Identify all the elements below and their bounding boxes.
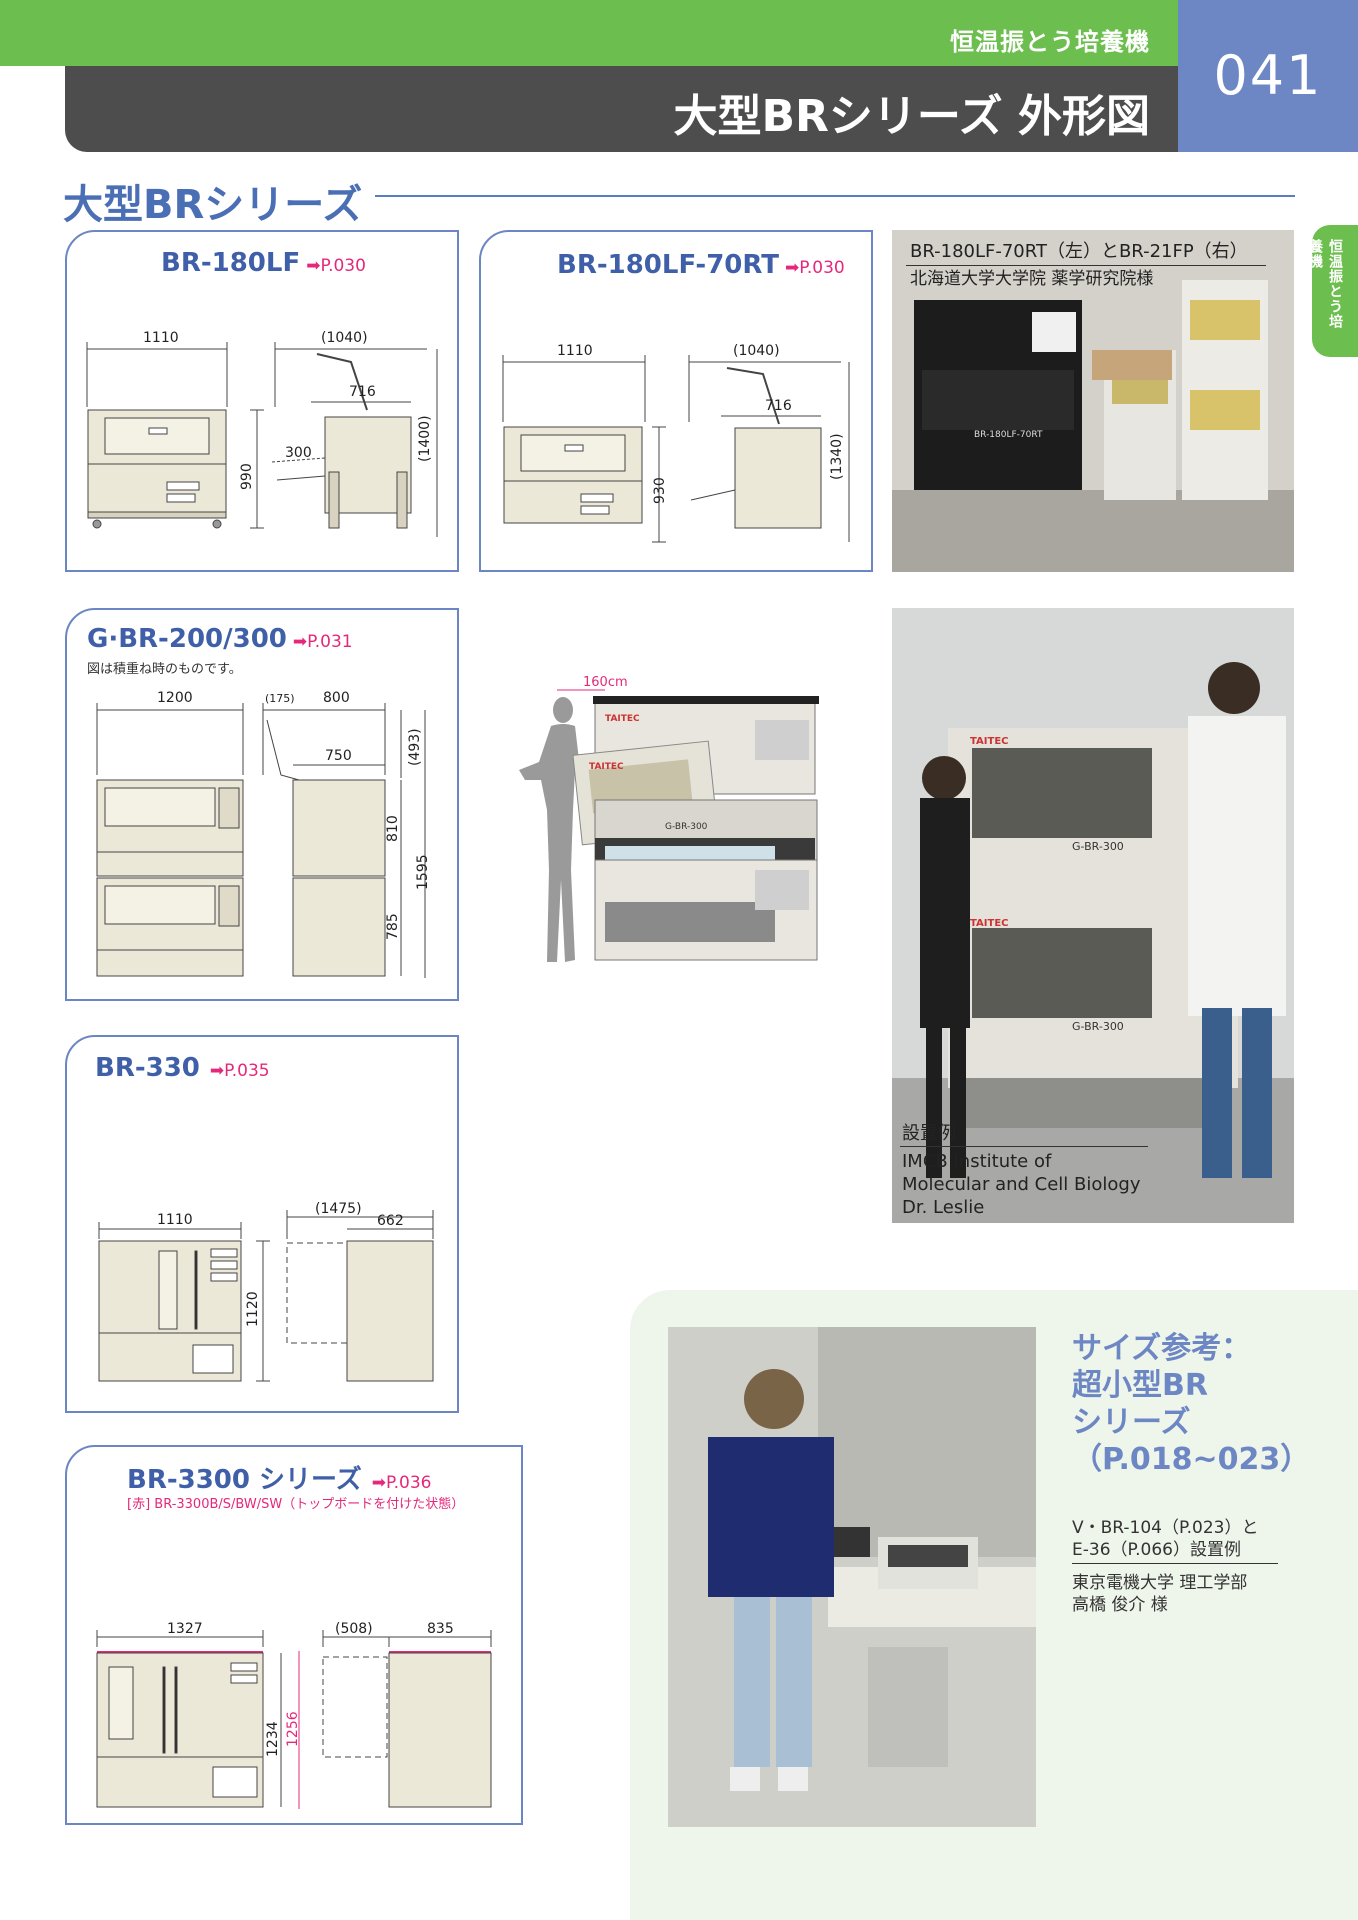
drawing-br3300: 1327 (508) 835 1256 1234	[96, 1621, 492, 1809]
dim-label: (1400)	[417, 415, 433, 462]
dim-label: 1234	[265, 1721, 281, 1757]
dim-label: 716	[349, 384, 376, 400]
panel-note: 図は積重ね時のものです。	[87, 662, 242, 677]
panel-br180lf70rt: BR-180LF-70RT➡P.030 1110 (1040) 716 930 …	[479, 230, 873, 572]
product-render-gbr300: 160cm TAITEC TAITEC G-BR-300	[505, 670, 835, 990]
dim-label: 1110	[143, 330, 179, 346]
dim-label: (1040)	[321, 330, 368, 346]
photo-illustration	[892, 608, 1294, 1223]
dim-label: 300	[285, 445, 312, 461]
section-title: 大型BRシリーズ	[63, 182, 363, 228]
dim-label: 990	[239, 463, 255, 490]
photo-illustration	[892, 230, 1294, 572]
dim-label: 750	[325, 748, 352, 764]
panel-title: BR-330➡P.035	[95, 1053, 270, 1083]
dim-label: 1110	[557, 343, 593, 359]
drawing-br330: 1110 (1475) 662 1120	[98, 1201, 434, 1382]
page-ref-link[interactable]: ➡P.031	[292, 632, 353, 652]
panel-note: [赤] BR-3300B/S/BW/SW（トップボードを付けた状態）	[127, 1497, 465, 1512]
panel-br180lf: BR-180LF➡P.030 1110 (1040) 716 300	[65, 230, 459, 572]
photo-model-label: G-BR-300	[1072, 840, 1124, 853]
render-brand-label: TAITEC	[589, 762, 624, 772]
photo-illustration	[668, 1327, 1036, 1827]
height-label: 160cm	[583, 675, 628, 690]
panel-title: BR-180LF-70RT➡P.030	[557, 250, 845, 280]
photo-size-reference	[668, 1327, 1036, 1827]
drawing-br180lf70rt: 1110 (1040) 716 930 (1340)	[502, 343, 850, 543]
photo-caption-head: 設置例	[902, 1123, 956, 1144]
page-ref-link[interactable]: ➡P.030	[785, 258, 845, 278]
panel-gbr200-300: G·BR-200/300➡P.031 図は積重ね時のものです。 1200 (17…	[65, 608, 459, 1001]
photo-caption-line: Dr. Leslie	[902, 1197, 985, 1218]
dim-label: 800	[323, 690, 350, 706]
size-reference-title: サイズ参考： 超小型BR シリーズ （P.018~023）	[1072, 1331, 1311, 1477]
render-model-label: G-BR-300	[665, 822, 708, 832]
dim-label: (1340)	[829, 433, 845, 480]
panel-br3300: BR-3300 シリーズ➡P.036 [赤] BR-3300B/S/BW/SW（…	[65, 1445, 523, 1825]
photo-caption-line2: 北海道大学大学院 薬学研究院様	[910, 269, 1154, 289]
page-ref-link[interactable]: ➡P.035	[209, 1061, 270, 1081]
dim-label: (1040)	[733, 343, 780, 359]
dim-label: 835	[427, 1621, 454, 1637]
dim-label: (508)	[335, 1621, 373, 1637]
drawing-gbr: 1200 (175) 800 750 (493) 810 1595 785	[96, 690, 431, 978]
dim-label: 1200	[157, 690, 193, 706]
panel-br330: BR-330➡P.035 1110 (1475) 662 1120	[65, 1035, 459, 1413]
page-ref-link[interactable]: ➡P.036	[371, 1473, 432, 1493]
dim-label: 716	[765, 398, 792, 414]
section-rule	[375, 195, 1295, 197]
render-brand-label: TAITEC	[605, 714, 640, 724]
header-green-band	[0, 0, 1178, 66]
dim-label: 785	[385, 913, 401, 940]
photo-brand-label: TAITEC	[970, 918, 1009, 929]
panel-title: G·BR-200/300➡P.031	[87, 624, 353, 654]
size-reference-caption: V・BR-104（P.023）と E-36（P.066）設置例 東京電機大学 理…	[1072, 1517, 1278, 1616]
page-title: 大型BRシリーズ 外形図	[673, 91, 1150, 142]
product-render-illustration	[519, 689, 819, 962]
photo-brand-label: TAITEC	[970, 736, 1009, 747]
dim-label: 1120	[245, 1291, 261, 1327]
photo-caption-line: Molecular and Cell Biology	[902, 1174, 1141, 1195]
photo-product-label: BR-180LF-70RT	[974, 430, 1043, 440]
page-number: 041	[1178, 0, 1358, 152]
side-tab[interactable]: 恒温振とう培養機	[1307, 225, 1358, 357]
dim-label: 662	[377, 1213, 404, 1229]
photo-model-label: G-BR-300	[1072, 1020, 1124, 1033]
photo-caption-line1: BR-180LF-70RT（左）とBR-21FP（右）	[910, 241, 1248, 262]
header-dark-band	[65, 66, 1178, 152]
page-ref-link[interactable]: ➡P.030	[306, 256, 366, 276]
dim-label: (1475)	[315, 1201, 362, 1217]
photo-br180lf70rt-installation: BR-180LF-70RT BR-180LF-70RT（左）とBR-21FP（右…	[892, 230, 1294, 572]
caption-rule	[906, 265, 1266, 266]
dim-label: 1327	[167, 1621, 203, 1637]
dim-label: (493)	[407, 728, 423, 766]
header-category: 恒温振とう培養機	[950, 28, 1150, 56]
drawing-br180lf: 1110 (1040) 716 300 990 (1400)	[86, 330, 438, 537]
panel-title: BR-180LF➡P.030	[161, 248, 366, 278]
caption-rule	[900, 1146, 1148, 1147]
dim-label: 1595	[415, 854, 431, 890]
photo-caption-line: IMCB Institute of	[902, 1151, 1052, 1172]
dim-label: (175)	[265, 692, 295, 705]
dim-label: 930	[652, 477, 668, 504]
panel-title: BR-3300 シリーズ➡P.036	[127, 1465, 432, 1495]
dim-label: 1256	[285, 1711, 301, 1747]
dim-label: 1110	[157, 1212, 193, 1228]
photo-gbr300-installation: TAITEC G-BR-300 TAITEC G-BR-300 設置例 IMCB…	[892, 608, 1294, 1223]
dim-label: 810	[385, 815, 401, 842]
